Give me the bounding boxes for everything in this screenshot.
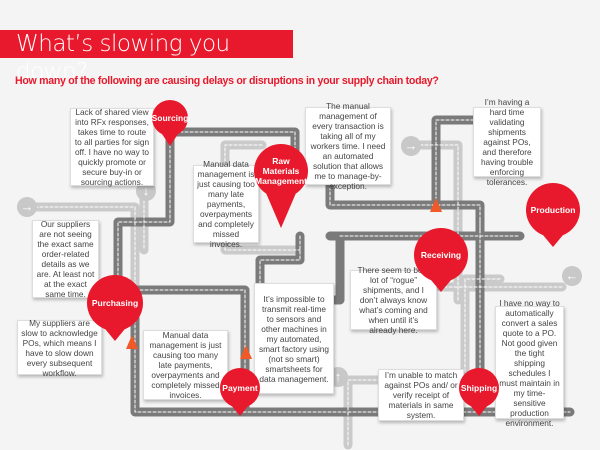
callout-validating: I’m having a hard time validating shipme… [473, 97, 541, 187]
page-subtitle: How many of the following are causing de… [15, 75, 439, 87]
callout-rogue: There seem to be a lot of “rogue” shipme… [350, 265, 437, 335]
pin-production[interactable]: Production [526, 183, 580, 247]
callout-sourcing: Lack of shared view into RFx responses, … [70, 107, 154, 187]
pin-sourcing[interactable]: Sourcing [152, 100, 188, 146]
pin-raw-materials[interactable]: Raw Materials Management [254, 144, 308, 228]
arrow-right-icon: → [17, 197, 37, 217]
callout-match: I’m unable to match against POs and/ or … [378, 369, 464, 421]
callout-slow-pos: My suppliers are slow to acknowledge POs… [17, 318, 102, 378]
callout-order-details: Our suppliers are not seeing the exact s… [32, 219, 99, 299]
arrow-down-icon: ↓ [136, 181, 156, 201]
arrow-right-icon: → [401, 136, 421, 156]
callout-transactions: The manual management of every transacti… [305, 101, 391, 191]
callout-quote: I have no way to automatically convert a… [495, 298, 564, 428]
pin-payment[interactable]: Payment [220, 368, 260, 416]
callout-sensors: It’s impossible to transmit real-time to… [254, 283, 334, 394]
callout-raw-materials: Manual data management is just causing t… [193, 159, 259, 249]
pin-shipping[interactable]: Shipping [459, 368, 499, 416]
pin-receiving[interactable]: Receiving [414, 228, 468, 292]
page-title: What’s slowing you down? [0, 30, 293, 85]
arrow-left-icon: ← [562, 266, 582, 286]
traffic-cone-icon [240, 345, 252, 359]
callout-payment: Manual data management is just causing t… [143, 330, 228, 400]
traffic-cone-icon [430, 198, 442, 212]
pin-purchasing[interactable]: Purchasing [87, 275, 143, 341]
